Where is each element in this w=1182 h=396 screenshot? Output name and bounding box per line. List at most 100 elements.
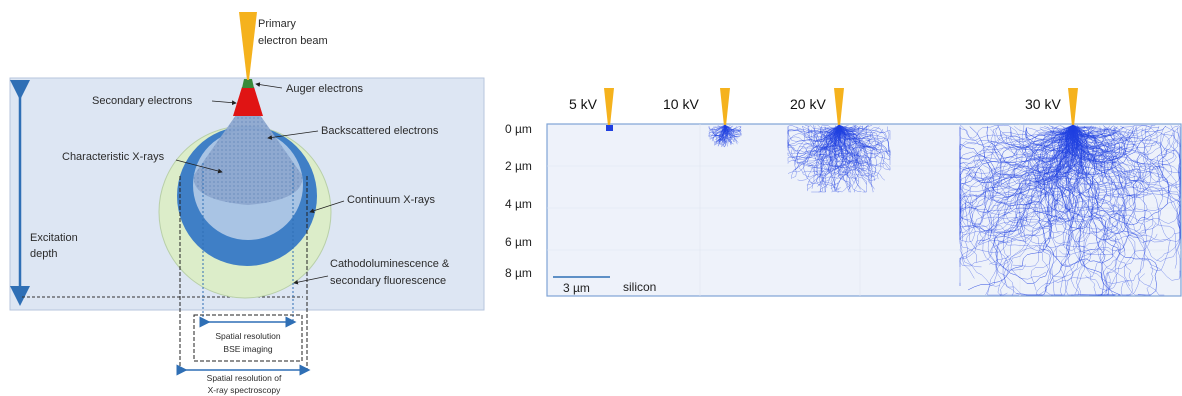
- cathodo-label-line2: secondary fluorescence: [330, 275, 446, 287]
- electron-trajectory: [1021, 124, 1074, 162]
- electron-trajectory: [1035, 124, 1082, 296]
- electron-trajectory: [809, 124, 844, 171]
- electron-trajectory: [1043, 124, 1074, 296]
- electron-trajectory: [791, 124, 840, 166]
- cathodo-leader: [293, 275, 329, 285]
- electron-trajectory: [838, 124, 878, 171]
- electron-trajectory: [837, 124, 873, 162]
- bse-resolution-label: Spatial resolution: [215, 331, 280, 341]
- electron-trajectory: [1072, 124, 1159, 144]
- bse-resolution-bracket: [193, 163, 303, 362]
- electron-trajectory: [1069, 124, 1169, 226]
- secondary-electron-volume: [233, 87, 263, 116]
- electron-trajectory: [1054, 124, 1141, 234]
- electron-trajectory: [1037, 124, 1078, 213]
- xray-resolution-label-line2: X-ray spectroscopy: [208, 385, 281, 395]
- auger-label: Auger electrons: [286, 83, 364, 95]
- continuum-label: Continuum X-rays: [347, 194, 436, 206]
- depth-tick-8: 8 µm: [505, 266, 532, 280]
- primary-beam-label: Primary: [258, 18, 296, 30]
- electron-trajectory: [819, 124, 852, 176]
- electron-trajectory: [1072, 124, 1107, 138]
- electron-trajectory: [1024, 124, 1074, 145]
- electron-trajectory: [1065, 124, 1120, 163]
- electron-trajectory: [838, 124, 884, 140]
- electron-trajectory: [1065, 124, 1126, 291]
- electron-trajectory: [959, 124, 1074, 279]
- electron-trajectory: [806, 124, 840, 179]
- electron-trajectory: [1051, 124, 1133, 296]
- electron-trajectory: [992, 124, 1074, 251]
- electron-trajectory: [1072, 124, 1117, 137]
- monte-carlo-panel: 0 µm 2 µm 4 µm 6 µm 8 µm 3 µm silicon 5 …: [505, 88, 1182, 297]
- electron-trajectory: [987, 124, 1074, 265]
- trajectories-5kv: [606, 125, 613, 131]
- electron-trajectory: [724, 124, 739, 143]
- beam-5kv: [604, 88, 614, 126]
- electron-trajectory: [838, 125, 885, 167]
- electron-trajectory: [1054, 124, 1127, 240]
- electron-trajectory: [606, 125, 613, 131]
- electron-trajectory: [1010, 124, 1074, 163]
- electron-trajectory: [724, 124, 741, 137]
- electron-trajectory: [1066, 124, 1181, 195]
- electron-trajectory: [787, 124, 840, 148]
- electron-trajectory: [838, 124, 890, 170]
- electron-trajectory: [838, 124, 880, 150]
- electron-trajectory: [1072, 124, 1158, 296]
- electron-trajectory: [1070, 124, 1129, 296]
- electron-trajectory: [1028, 124, 1074, 291]
- electron-trajectory: [792, 124, 840, 179]
- electron-trajectory: [959, 124, 1079, 286]
- voltage-label-20kv: 20 kV: [790, 96, 826, 112]
- electron-trajectory: [820, 124, 840, 133]
- electron-trajectory: [1051, 124, 1074, 129]
- secondary-label: Secondary electrons: [92, 95, 193, 107]
- electron-trajectory: [819, 124, 841, 189]
- electron-trajectory: [708, 124, 726, 132]
- excitation-depth-label: Excitation: [30, 232, 78, 244]
- characteristic-leader: [175, 159, 223, 174]
- electron-trajectory: [838, 124, 875, 190]
- beam-20kv: [834, 88, 844, 126]
- electron-trajectory: [969, 124, 1074, 198]
- electron-trajectory: [978, 124, 1081, 245]
- excitation-depth-label-line2: depth: [30, 248, 58, 260]
- electron-trajectory: [838, 124, 873, 188]
- electron-trajectory: [1002, 124, 1084, 280]
- electron-trajectory: [715, 124, 728, 138]
- backscattered-label: Backscattered electrons: [321, 125, 439, 137]
- electron-trajectory: [995, 124, 1074, 296]
- trajectories-20kv: [787, 124, 891, 193]
- electron-trajectory: [838, 124, 862, 192]
- trajectories-10kv: [708, 124, 742, 148]
- electron-trajectory: [986, 124, 1074, 166]
- electron-trajectory: [1071, 124, 1136, 295]
- primary-beam: [239, 12, 257, 80]
- depth-tick-6: 6 µm: [505, 235, 532, 249]
- electron-trajectory: [959, 124, 1074, 148]
- electron-trajectory: [1002, 124, 1096, 223]
- electron-trajectory: [968, 124, 1074, 253]
- scale-bar-label: 3 µm: [563, 281, 590, 295]
- depth-tick-4: 4 µm: [505, 197, 532, 211]
- interaction-volume-diagram: Excitation depth Primary electron beam A…: [9, 12, 485, 395]
- electron-trajectory: [993, 124, 1074, 284]
- electron-trajectory: [1072, 124, 1102, 296]
- electron-trajectory: [1072, 124, 1121, 296]
- electron-trajectory: [721, 124, 727, 148]
- electron-trajectory: [1064, 124, 1130, 284]
- electron-trajectory: [959, 124, 1074, 161]
- electron-trajectory: [997, 124, 1074, 152]
- electron-trajectory: [831, 124, 851, 193]
- electron-trajectory: [1072, 124, 1166, 172]
- electron-trajectory: [1025, 124, 1074, 143]
- primary-beam-label-line2: electron beam: [258, 35, 328, 47]
- electron-trajectory: [818, 124, 855, 164]
- electron-trajectory: [1048, 124, 1147, 222]
- xray-resolution-label: Spatial resolution of: [207, 373, 282, 383]
- electron-trajectory: [787, 125, 840, 160]
- electron-trajectory: [838, 124, 891, 157]
- electron-trajectory: [1072, 124, 1145, 296]
